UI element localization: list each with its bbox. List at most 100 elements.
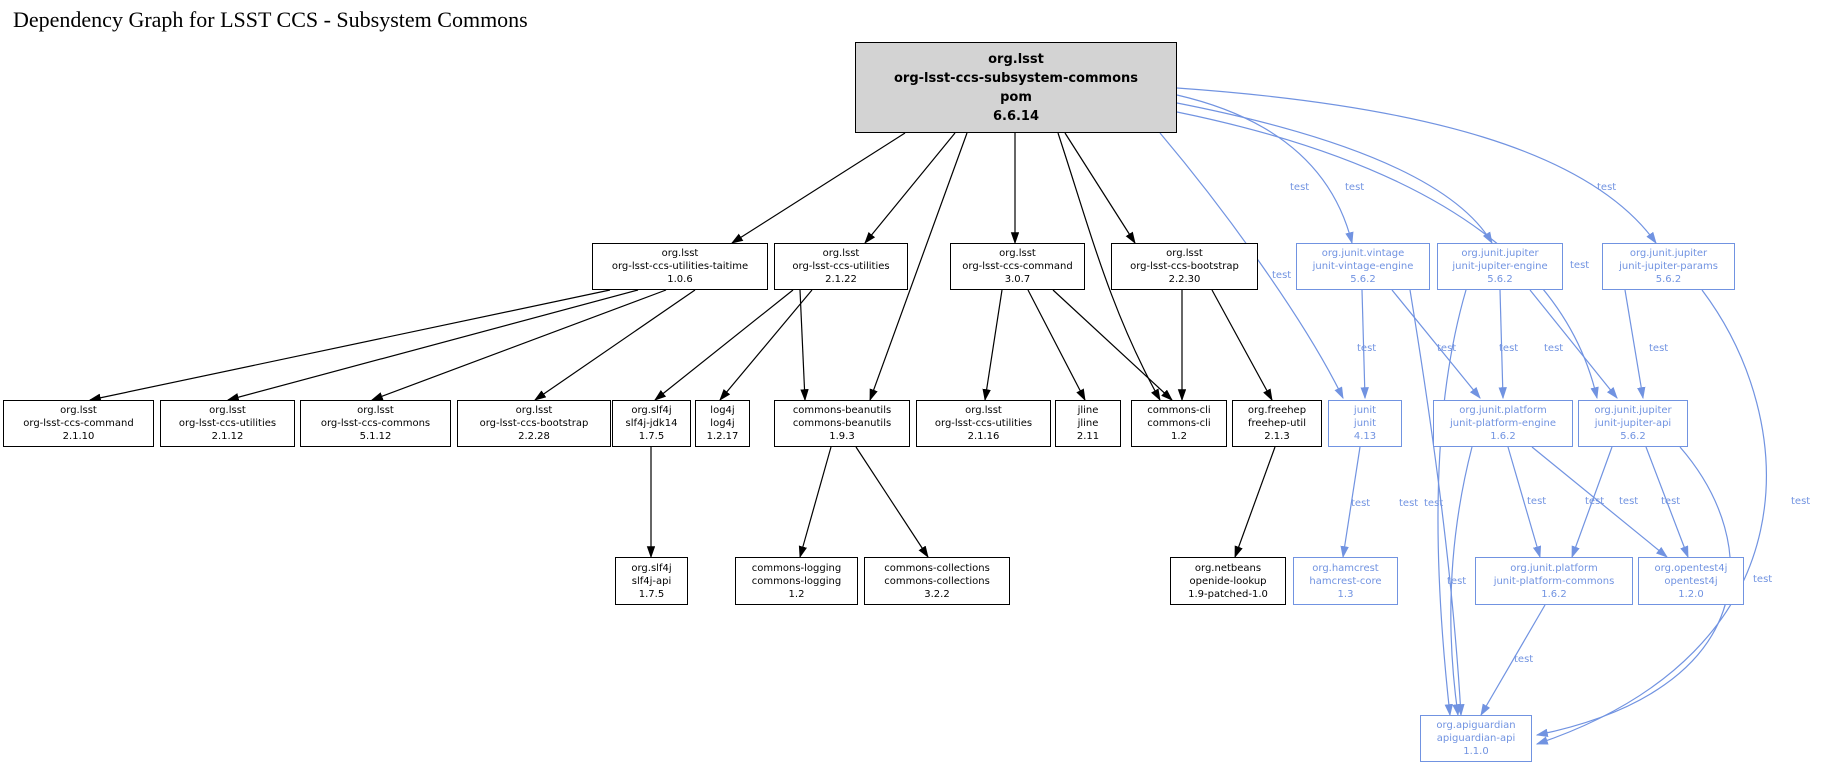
edge-scope-label: test — [1351, 498, 1370, 509]
edge-junit-to-hamcrest — [1340, 446, 1361, 559]
edge-root-to-jparams — [1176, 87, 1657, 244]
node-label-line: junit-jupiter-params — [1619, 261, 1718, 272]
node-label-line: org.hamcrest — [1312, 562, 1379, 574]
node-label-line: org-lsst-ccs-subsystem-commons — [893, 70, 1138, 86]
node-label-line: 1.6.2 — [1541, 588, 1567, 600]
node-label-line: 2.1.12 — [211, 431, 244, 442]
node-label-line: org.junit.jupiter — [1629, 248, 1708, 259]
node-label-line: junit-vintage-engine — [1312, 261, 1414, 272]
node-label-line: junit-jupiter-engine — [1452, 261, 1548, 272]
edge-root-to-boot2230 — [1064, 132, 1136, 245]
node-label-line: log4j — [710, 418, 735, 429]
edge-root-to-japi — [1176, 111, 1599, 400]
node-label-line: slf4j-jdk14 — [625, 418, 678, 429]
node-label-line: 2.1.16 — [967, 431, 1000, 442]
node-label-line: 2.1.10 — [62, 431, 95, 442]
edge-root-to-vintage — [1176, 94, 1354, 245]
edge-japi-to-apiguardian — [1535, 446, 1731, 737]
node-label-line: org.junit.jupiter — [1461, 248, 1539, 259]
edge-root-to-util22 — [864, 132, 956, 244]
node-label-line: junit-platform-commons — [1493, 575, 1615, 587]
node-label-line: 4.13 — [1353, 431, 1377, 442]
edge-pengine-to-apiguardian — [1450, 446, 1473, 717]
edge-taitime-to-cmd2110 — [88, 289, 611, 402]
edge-root-to-junit — [1159, 132, 1344, 400]
node-label-line: opentest4j — [1664, 575, 1718, 587]
dependency-node-junit: junit junit 4.13 — [1328, 400, 1402, 447]
node-label-line: log4j — [710, 405, 735, 416]
edge-util22-to-slf4jjdk — [654, 289, 794, 401]
node-label-line: 1.9-patched-1.0 — [1188, 588, 1268, 600]
node-label-line: 3.2.2 — [924, 588, 950, 600]
edge-scope-label: test — [1345, 182, 1364, 193]
node-label-line: org.lsst — [999, 248, 1036, 259]
edge-japi-to-pcommons — [1571, 446, 1613, 559]
node-label-line: jline — [1077, 405, 1099, 416]
node-label-line: 1.6.2 — [1490, 431, 1516, 442]
node-label-line: 1.2.0 — [1678, 588, 1704, 600]
node-label-line: org-lsst-ccs-command — [962, 261, 1073, 272]
node-label-line: 2.2.30 — [1168, 274, 1201, 285]
edge-scope-label: test — [1619, 496, 1638, 507]
edge-scope-label: test — [1597, 182, 1616, 193]
node-label-line: 1.7.5 — [638, 588, 665, 600]
node-label-line: 2.1.22 — [825, 274, 857, 285]
node-label-line: junit-platform-engine — [1450, 418, 1556, 429]
edge-scope-label: test — [1514, 654, 1533, 665]
node-label-line: commons-beanutils — [792, 405, 892, 416]
node-label-line: org-lsst-ccs-utilities — [792, 261, 890, 272]
node-label-line: org.lsst — [661, 248, 699, 259]
edge-scope-label: test — [1290, 182, 1309, 193]
edge-jengine-to-apiguardian — [1437, 289, 1467, 717]
edge-pengine-to-opentest — [1531, 446, 1668, 558]
edge-util22-to-beanutils — [799, 289, 809, 402]
node-label-line: commons-logging — [751, 575, 842, 587]
edge-scope-label: test — [1437, 343, 1456, 354]
node-label-line: commons-beanutils — [792, 418, 892, 429]
node-label-line: org.lsst — [357, 405, 394, 416]
edge-root-to-taitime — [730, 132, 906, 244]
edge-root-to-ccli — [1057, 132, 1161, 402]
node-label-line: junit — [1353, 405, 1377, 416]
edge-taitime-to-commons5112 — [370, 289, 667, 401]
edge-beanutils-to-clogging — [798, 446, 832, 559]
node-label-line: 1.2 — [1171, 431, 1187, 442]
node-label-line: org.junit.platform — [1510, 562, 1598, 574]
node-label-line: org-lsst-ccs-utilities — [178, 418, 277, 429]
edge-cmd307-to-util2116 — [982, 289, 1003, 402]
node-label-line: org.lsst — [965, 405, 1002, 416]
node-label-line: commons-collections — [884, 575, 990, 587]
node-label-line: org-lsst-ccs-command — [23, 418, 134, 429]
node-label-line: org.opentest4j — [1654, 562, 1728, 574]
edge-beanutils-to-ccollections — [855, 446, 929, 559]
node-label-line: 5.6.2 — [1655, 274, 1682, 285]
edge-vintage-to-junit — [1360, 289, 1369, 400]
node-label-line: hamcrest-core — [1309, 575, 1382, 587]
node-label-line: 2.1.3 — [1264, 431, 1290, 442]
edge-scope-label: test — [1649, 343, 1668, 354]
node-label-line: junit — [1353, 418, 1377, 429]
edge-cmd307-to-ccli — [1052, 289, 1173, 401]
edge-jengine-to-pengine — [1498, 289, 1507, 400]
node-label-line: jline — [1077, 418, 1099, 429]
node-label-line: 5.1.12 — [359, 431, 392, 442]
node-label-line: org-lsst-ccs-bootstrap — [479, 418, 589, 429]
node-label-line: org.lsst — [1166, 248, 1203, 259]
